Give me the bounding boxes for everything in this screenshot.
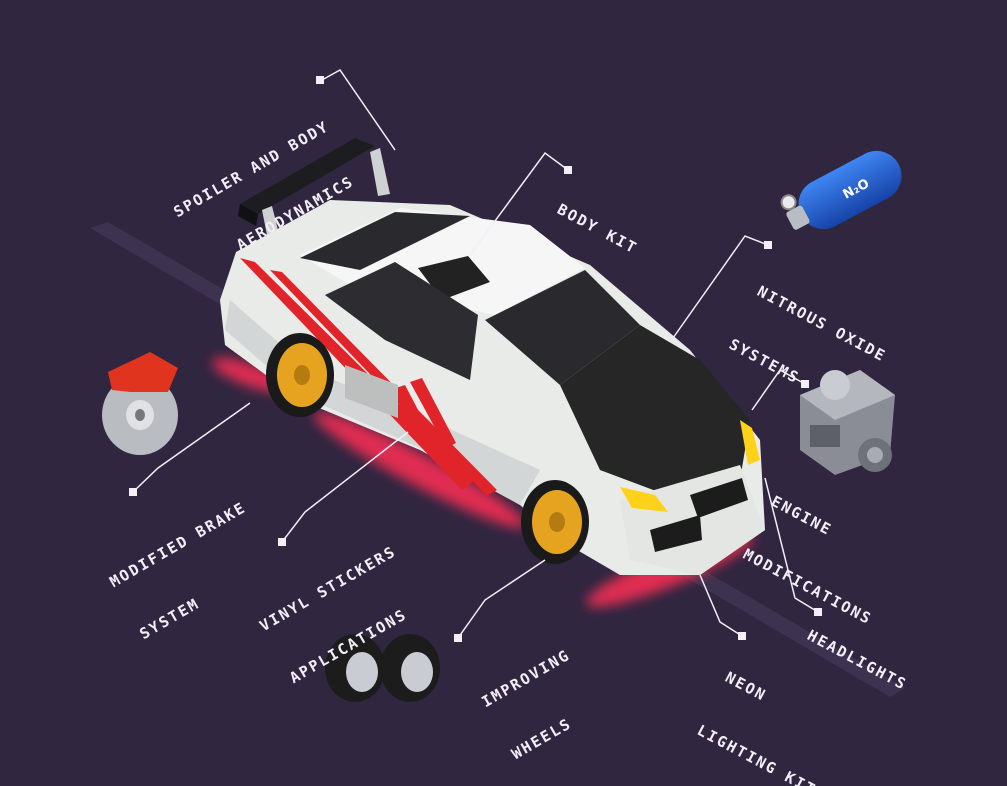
brake-caliper (108, 352, 178, 392)
brake-disc (102, 352, 178, 455)
leader-lines (132, 69, 819, 639)
leader-markers (129, 76, 822, 642)
engine-block (800, 370, 895, 475)
carbon-hood (560, 325, 750, 500)
rear-wheel (266, 333, 334, 417)
spare-tires (325, 634, 440, 702)
nitrous-cylinder: N₂O (780, 150, 902, 230)
car-illustration (220, 138, 765, 575)
windshield (485, 270, 640, 385)
headlights (620, 420, 760, 512)
front-wheel (521, 480, 589, 564)
